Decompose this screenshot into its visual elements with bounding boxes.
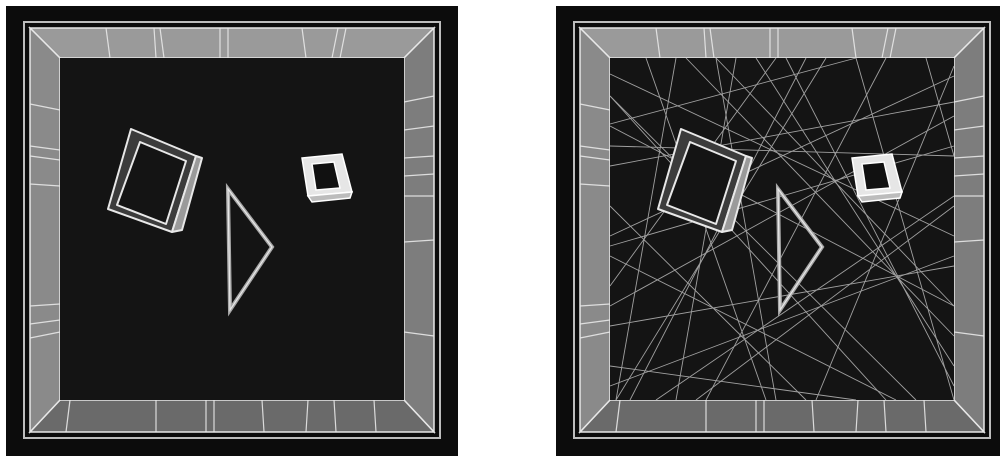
room-panel-left [6,6,458,456]
top-wall [30,28,434,58]
left-wall [30,28,60,432]
room-diagram [6,6,458,456]
bottom-wall [580,400,984,432]
room-panel-right [556,6,1000,456]
room-diagram [556,6,1000,456]
small-cube [302,154,352,202]
left-wall [580,28,610,432]
right-wall [954,28,984,432]
top-wall [580,28,984,58]
bottom-wall [30,400,434,432]
floor [610,58,954,400]
small-cube [852,154,902,202]
right-wall [404,28,434,432]
floor [60,58,404,400]
